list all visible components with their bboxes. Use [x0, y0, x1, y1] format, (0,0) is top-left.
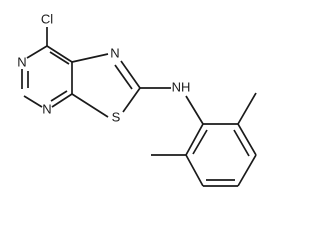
bond-ar3-ar4 — [237, 154, 257, 187]
bond-ar2-ar3-inner — [233, 129, 250, 157]
bond-c3a-n3 — [51, 93, 73, 108]
atom-label-n-pyrimidine-top: N — [17, 54, 26, 69]
bond-s-c3a — [71, 93, 109, 118]
bond-ar5-ar6 — [185, 154, 204, 187]
bond-ar2-ar3 — [237, 123, 257, 156]
bond-n-thiazole-c2t-inner — [114, 64, 133, 90]
atom-label-n-pyrimidine-bottom: N — [42, 101, 51, 116]
bond-c7a-n-thiazole — [71, 53, 109, 63]
bond-ar6-ar1 — [185, 123, 204, 156]
atom-label-s-thiazole: S — [112, 109, 121, 124]
bond-ar6-ar1-inner — [192, 129, 208, 155]
atom-label-nh: NH — [172, 79, 191, 94]
atom-label-cl: Cl — [41, 11, 53, 26]
bond-n3-c2 — [23, 95, 43, 108]
bond-c7-c7a-inner — [49, 51, 70, 65]
chemical-structure: Cl N N N S NH — [17, 11, 257, 187]
bond-n1-c7 — [26, 45, 48, 59]
bond-methyl-upper — [237, 92, 257, 125]
atom-label-n-thiazole: N — [110, 45, 119, 60]
bond-n-thiazole-c2t — [120, 60, 141, 89]
bond-c3a-n3-inner — [50, 90, 68, 102]
bond-c2t-s — [122, 87, 141, 113]
bond-c7-c7a — [46, 45, 73, 63]
atom-labels: Cl N N N S NH — [17, 11, 190, 124]
bond-nh-ar — [185, 95, 204, 125]
bonds — [21, 27, 257, 187]
